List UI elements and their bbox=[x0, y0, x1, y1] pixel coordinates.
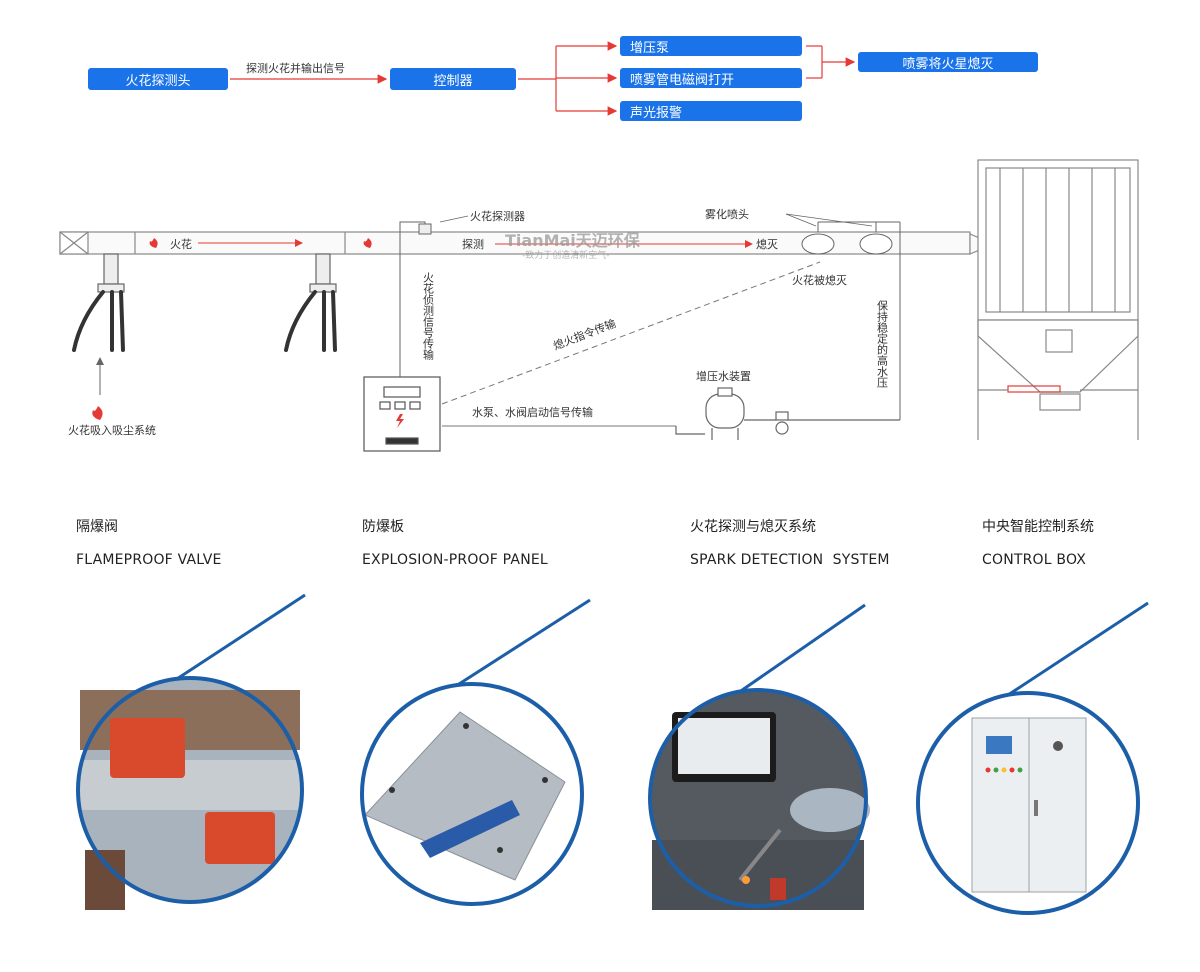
product-leader-lines bbox=[159, 593, 1149, 697]
label-spark-extinguished: 火花被熄灭 bbox=[792, 273, 847, 287]
label-atomizer: 雾化喷头 bbox=[705, 207, 749, 221]
caption-cn-flameproof-valve: 隔爆阀 bbox=[76, 519, 118, 535]
flow-spark-detector: 火花探测头 bbox=[88, 68, 228, 90]
spark-detector-device bbox=[399, 221, 432, 377]
caption-en-flameproof-valve: FLAMEPROOF VALVE bbox=[76, 552, 222, 568]
watermark-brand: TianMai天迈环保 bbox=[505, 231, 641, 250]
lightning-icon bbox=[396, 414, 404, 428]
flow-extinguish: 喷雾将火星熄灭 bbox=[858, 52, 1038, 72]
flow-signal-label: 探测火花并输出信号 bbox=[246, 61, 345, 75]
watermark-slogan: -致力于创造清新空气- bbox=[522, 249, 610, 261]
label-pump-signal: 水泵、水阀启动信号传输 bbox=[472, 405, 593, 419]
caption-cn-explosion-proof-panel: 防爆板 bbox=[362, 519, 404, 535]
flow-alarm: 声光报警 bbox=[620, 101, 802, 121]
flow-solenoid-valve: 喷雾管电磁阀打开 bbox=[620, 68, 802, 88]
booster-water-device bbox=[675, 387, 900, 440]
flow-arrows bbox=[230, 41, 856, 116]
label-booster-device: 增压水装置 bbox=[696, 369, 751, 383]
atomizer-nozzles bbox=[801, 221, 901, 420]
label-spark: 火花 bbox=[170, 238, 192, 251]
caption-en-control-box: CONTROL BOX bbox=[982, 552, 1087, 568]
label-extinguish: 熄灭 bbox=[756, 237, 778, 251]
dust-collector bbox=[977, 159, 1139, 440]
caption-en-spark-detection: SPARK DETECTION SYSTEM bbox=[690, 552, 890, 568]
label-extinguish-command: 熄火指令传输 bbox=[551, 316, 618, 353]
label-spark-suction: 火花吸入吸尘系统 bbox=[68, 424, 156, 437]
product-image-control-box bbox=[916, 691, 1140, 915]
caption-en-explosion-proof-panel: EXPLOSION-PROOF PANEL bbox=[362, 552, 548, 568]
duct-inlets bbox=[97, 253, 337, 293]
product-image-spark-detection bbox=[648, 688, 870, 910]
flow-booster-pump: 增压泵 bbox=[620, 36, 802, 56]
hoses bbox=[72, 290, 337, 352]
product-image-explosion-proof-panel bbox=[360, 682, 584, 906]
label-stable-pressure: 保持稳定的高水压 bbox=[876, 299, 889, 389]
caption-cn-spark-detection: 火花探测与熄灭系统 bbox=[690, 519, 816, 535]
caption-cn-control-box: 中央智能控制系统 bbox=[982, 519, 1094, 535]
product-image-flameproof-valve bbox=[76, 676, 304, 910]
spark-icon bbox=[92, 238, 372, 420]
flow-controller: 控制器 bbox=[390, 68, 516, 90]
label-detect-signal: 火花侦测信号传输 bbox=[422, 272, 435, 361]
label-detect: 探测 bbox=[462, 238, 484, 251]
label-detector: 火花探测器 bbox=[470, 210, 525, 223]
extinguish-command-line bbox=[441, 261, 821, 405]
